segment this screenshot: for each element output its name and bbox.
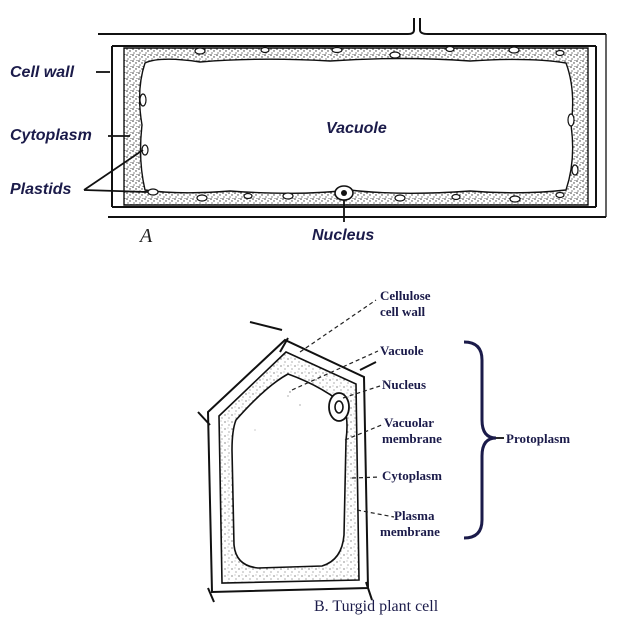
panel-letter-a: A (138, 225, 153, 247)
cytoplasm-region-b (218, 351, 360, 584)
label-nucleus-b: Nucleus (382, 377, 426, 392)
label-nucleus: Nucleus (312, 227, 374, 244)
leader-cytoplasm-b (351, 476, 381, 479)
plastid (331, 46, 343, 54)
plastid (567, 113, 575, 127)
label-cell-wall: Cell wall (10, 64, 75, 81)
nucleolus-b (334, 400, 344, 414)
plastid (451, 193, 461, 201)
plastid (445, 45, 455, 53)
plastid (555, 191, 565, 199)
plastid (147, 188, 159, 196)
label-vacuolar-line1: Vacuolar (384, 415, 434, 430)
label-cellulose-line1: Cellulose (380, 288, 431, 303)
vacuole-interior (254, 391, 301, 431)
plastid (571, 164, 579, 176)
label-vacuole-b: Vacuole (380, 343, 424, 358)
neighbor-wall-right (359, 361, 377, 371)
label-cellulose-line2: cell wall (380, 304, 426, 319)
plastid (139, 93, 147, 107)
label-cytoplasm: Cytoplasm (10, 127, 92, 144)
plastid (194, 47, 206, 55)
leader-vacuolar-membrane (344, 423, 385, 441)
cell-wall-top-outer (98, 18, 415, 35)
nucleolus (341, 190, 347, 196)
label-plasma-line1: Plasma (394, 508, 435, 523)
cellulose-cell-wall (206, 338, 370, 594)
label-plasma-line2: membrane (380, 524, 440, 539)
panel-b-turgid-cell: Cellulose cell wall Vacuole Nucleus Vacu… (197, 288, 570, 615)
panel-a-elongated-cell: Cell wall Cytoplasm Plastids Vacuole Nuc… (10, 18, 607, 247)
neighbor-wall-bottom-left (207, 587, 215, 603)
leader-vacuole (291, 350, 379, 391)
cell-wall-top-outer-right (419, 18, 606, 35)
label-protoplasm: Protoplasm (506, 431, 570, 446)
plastid (389, 51, 401, 59)
plastid (509, 195, 521, 203)
plastid (394, 194, 406, 202)
label-plastids: Plastids (10, 181, 71, 198)
plastid (196, 194, 208, 202)
label-vacuole: Vacuole (326, 120, 387, 137)
leader-plastids-1 (83, 149, 144, 191)
plastid (282, 192, 294, 200)
protoplasm-brace (463, 340, 497, 540)
label-vacuolar-line2: membrane (382, 431, 442, 446)
plastid (243, 192, 253, 200)
leader-plastids-2 (83, 189, 149, 193)
plastid (260, 46, 270, 54)
plastids-group (139, 45, 579, 203)
label-cytoplasm-b: Cytoplasm (382, 468, 442, 483)
plastid (555, 49, 565, 57)
leader-plasma-membrane (356, 509, 395, 518)
neighbor-wall-top-left (249, 321, 283, 331)
leader-cellulose-wall (299, 299, 377, 353)
plastid (508, 46, 520, 54)
caption-b: B. Turgid plant cell (314, 598, 439, 615)
